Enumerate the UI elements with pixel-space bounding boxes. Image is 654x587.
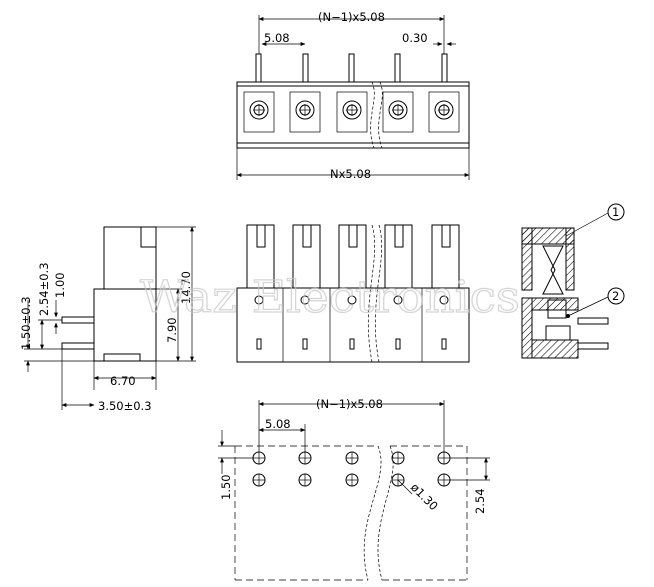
- footprint-edge-offset-label: 1.50: [219, 474, 233, 500]
- side-offset-c-label: 1.00: [53, 272, 67, 298]
- top-view: (N−1)x5.08 5.08 0.30 Nx5.08: [236, 10, 470, 181]
- section-view: 1 2: [521, 203, 625, 359]
- watermark: Waz Electronics: [140, 272, 520, 323]
- footprint-view: (N−1)x5.08 5.08 1.50 ø1.30 2.54: [218, 397, 490, 581]
- callout-2-label: 2: [612, 289, 619, 303]
- side-body-height-label: 7.90: [165, 317, 179, 343]
- top-pin-thickness-label: 0.30: [402, 31, 428, 45]
- footprint-holes: [252, 451, 451, 487]
- footprint-pitch-label: 5.08: [265, 417, 291, 431]
- front-view-towers: [246, 224, 460, 289]
- top-view-screws: [243, 91, 460, 133]
- front-view: [236, 224, 470, 363]
- top-view-pins: [255, 53, 448, 83]
- footprint-hole-diameter-label: ø1.30: [408, 480, 441, 513]
- callout-1-marker: [607, 203, 625, 221]
- side-height-label: 14.70: [179, 271, 193, 304]
- side-view: 14.70 7.90 1.50±0.3 2.54±0.3 1.00 6.70 3…: [19, 226, 196, 413]
- callout-2-marker: [607, 287, 625, 305]
- side-depth-label: 6.70: [110, 374, 136, 388]
- top-pitch-label: 5.08: [264, 31, 290, 45]
- top-total-width-label: Nx5.08: [330, 167, 371, 181]
- side-offset-a-label: 1.50±0.3: [19, 296, 33, 350]
- footprint-pitch-span-label: (N−1)x5.08: [316, 397, 383, 411]
- side-offset-b-label: 2.54±0.3: [37, 262, 51, 316]
- side-pin-length-label: 3.50±0.3: [98, 399, 152, 413]
- callout-1-label: 1: [612, 205, 619, 219]
- footprint-row-spacing-label: 2.54: [473, 488, 487, 514]
- top-pitch-span-label: (N−1)x5.08: [318, 10, 385, 24]
- front-view-wire-entries: [254, 295, 449, 350]
